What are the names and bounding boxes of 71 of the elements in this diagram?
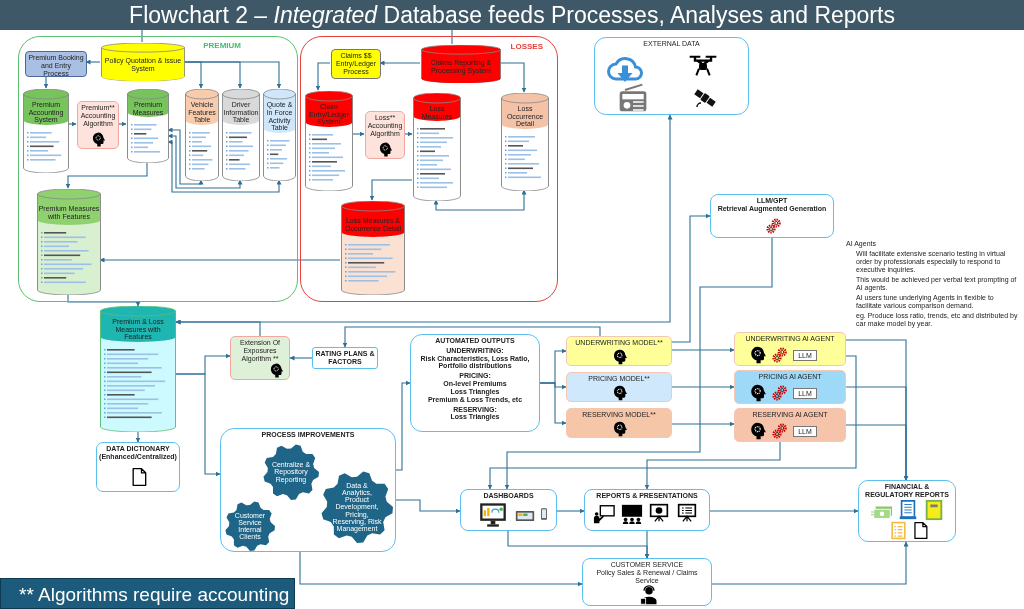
connector-arrow: [117, 121, 127, 127]
connector-arrow: [175, 319, 261, 337]
process-box: [594, 37, 749, 115]
process-box: [220, 428, 396, 552]
connector-arrow: [395, 499, 461, 514]
connector-arrow: [487, 355, 857, 490]
llm-tag: [793, 350, 817, 361]
connector-arrow: [369, 179, 413, 201]
connector-arrow: [315, 62, 331, 91]
connector-arrow: [167, 139, 282, 193]
connector-arrow: [499, 62, 527, 93]
model-box: [566, 336, 672, 366]
connector-arrow: [351, 131, 365, 137]
connector-arrow: [711, 541, 909, 585]
connector-arrow: [67, 121, 77, 127]
connector-arrow: [504, 237, 773, 490]
connector-arrow: [289, 355, 313, 361]
algorithm-box: [230, 336, 290, 380]
footnote-banner: ** Algorithms require accounting: [0, 578, 295, 609]
region-panel: [300, 36, 558, 302]
gear-shape: [263, 444, 319, 500]
llm-tag: [793, 388, 817, 399]
connector-arrow: [183, 61, 282, 89]
connector-line: [451, 29, 453, 45]
connector-arrow: [671, 213, 711, 343]
connector-arrow: [395, 380, 411, 471]
process-box: [584, 489, 710, 531]
connector-arrow: [644, 530, 650, 559]
model-box: [566, 372, 672, 402]
connector-arrow: [175, 373, 221, 477]
process-box: [710, 194, 834, 238]
connector-arrow: [644, 441, 781, 490]
process-box: [410, 334, 540, 432]
connector-arrow: [65, 161, 148, 189]
connector-arrow: [299, 551, 583, 587]
connector-arrow: [167, 133, 243, 189]
connector-arrow: [539, 382, 567, 426]
connector-arrow: [709, 508, 859, 514]
process-box: [460, 489, 557, 531]
region-label: PREMIUM: [203, 42, 241, 51]
algorithm-box: [77, 101, 119, 149]
connector-arrow: [671, 347, 735, 353]
connector-arrow: [845, 424, 909, 481]
connector-line: [141, 29, 143, 43]
ai-agent-box: [734, 332, 846, 366]
connector-arrow: [99, 257, 341, 263]
gear-shape: [321, 471, 393, 543]
process-box: [96, 442, 180, 492]
region-panel: [18, 36, 298, 302]
connector-arrow: [342, 326, 601, 348]
gear-shape: [225, 501, 275, 551]
connector-arrow: [403, 131, 413, 137]
connector-arrow: [43, 75, 49, 89]
llm-tag: [793, 426, 817, 437]
process-box: [582, 558, 712, 606]
connector-arrow: [379, 60, 421, 66]
connector-arrow: [85, 59, 101, 65]
connector-arrow: [167, 127, 204, 185]
algorithm-box: [365, 111, 405, 159]
model-box: [566, 408, 672, 438]
connector-arrow: [671, 384, 735, 390]
connector-arrow: [556, 508, 585, 514]
connector-arrow: [671, 421, 735, 427]
connector-arrow: [433, 189, 527, 211]
ai-agent-box: [734, 370, 846, 404]
region-label: LOSSES: [510, 43, 543, 52]
process-box: [858, 480, 956, 542]
title-bar: Flowchart 2 – Integrated Database feeds Processes, Analyses and Reports: [0, 0, 1024, 30]
ai-agent-box: [734, 408, 846, 442]
connector-arrow: [67, 293, 141, 307]
connector-arrow: [135, 431, 141, 443]
